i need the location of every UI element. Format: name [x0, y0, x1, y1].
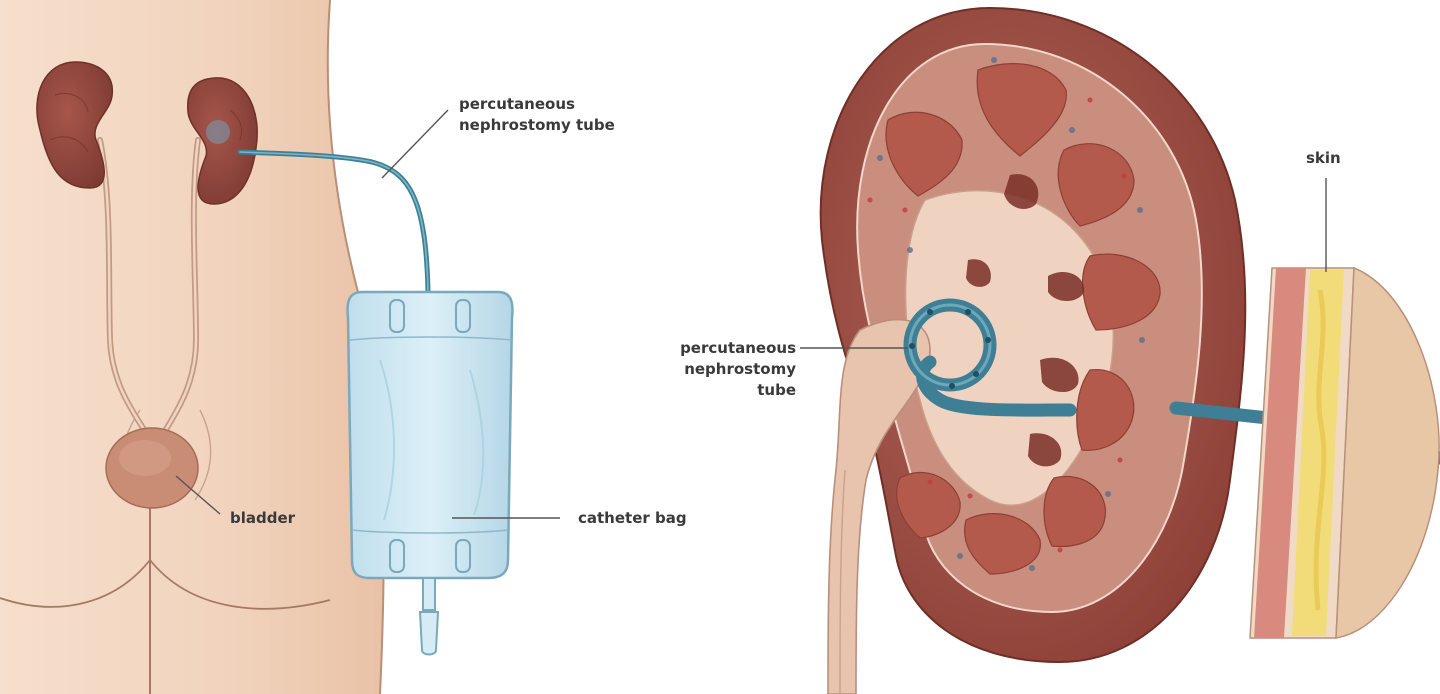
left-kidney: [36, 61, 114, 189]
label-percutaneous-nephrostomy-tube-kidney: percutaneous nephrostomy tube: [680, 339, 796, 399]
right-kidney: [187, 77, 258, 205]
skin-layers: [1249, 266, 1440, 639]
bladder-shape: [105, 427, 199, 509]
right-leader-lines: [800, 178, 1327, 349]
left-leader-lines: [175, 109, 560, 519]
label-catheter-bag: catheter bag: [578, 509, 687, 527]
kidney-cross-section: [819, 6, 1247, 694]
label-bladder: bladder: [230, 509, 296, 527]
catheter-bag: [346, 290, 514, 656]
left-tube: [237, 149, 431, 295]
label-percutaneous-nephrostomy-tube: percutaneous nephrostomy tube: [459, 95, 615, 134]
label-skin: skin: [1306, 149, 1341, 167]
